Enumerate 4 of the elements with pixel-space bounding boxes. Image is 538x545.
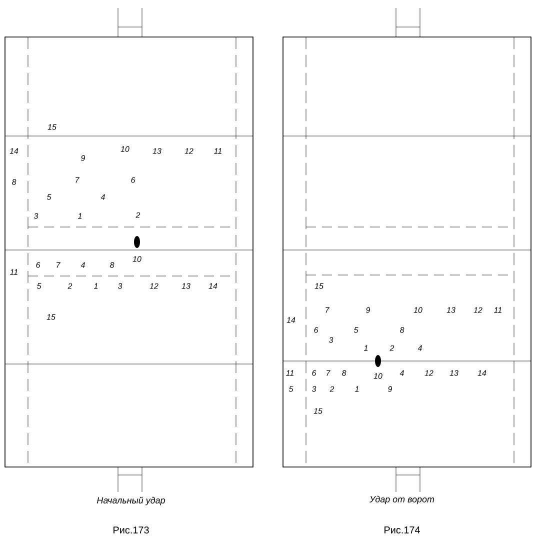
caption-text: Удар от ворот: [370, 496, 434, 504]
caption-text: Начальный удар: [97, 496, 165, 506]
figure-number: Рис.173: [114, 526, 149, 534]
figure-number: Рис.174: [384, 526, 420, 534]
